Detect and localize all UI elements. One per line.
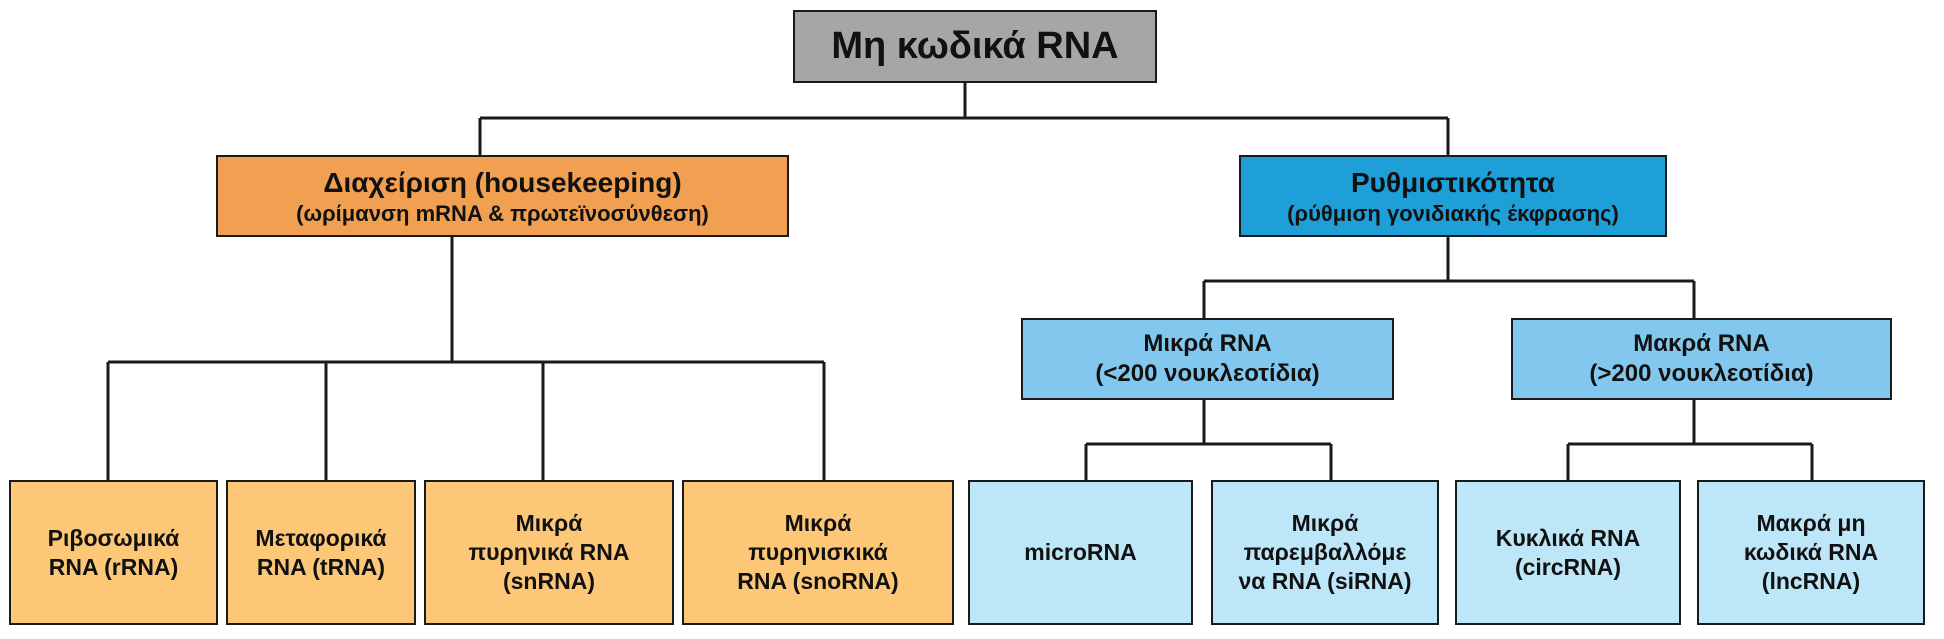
regulatory-subtitle: (ρύθμιση γονιδιακής έκφρασης) — [1287, 200, 1619, 226]
rrna-node: Ριβοσωμικά RNA (rRNA) — [9, 480, 218, 625]
microrna-node: microRNA — [968, 480, 1193, 625]
small-rna-node: Μικρά RNA (<200 νουκλεοτίδια) — [1021, 318, 1394, 400]
long-rna-node: Μακρά RNA (>200 νουκλεοτίδια) — [1511, 318, 1892, 400]
circrna-node: Κυκλικά RNA (circRNA) — [1455, 480, 1681, 625]
snorna-label: Μικρά πυρηνισκικά RNA (snoRNA) — [737, 510, 899, 594]
long-rna-subtitle: (>200 νουκλεοτίδια) — [1589, 360, 1814, 387]
housekeeping-subtitle: (ωρίμανση mRNA & πρωτεϊνοσύνθεση) — [296, 200, 709, 226]
regulatory-node: Ρυθμιστικότητα (ρύθμιση γονιδιακής έκφρα… — [1239, 155, 1667, 237]
microrna-label: microRNA — [1024, 539, 1137, 566]
housekeeping-node: Διαχείριση (housekeeping) (ωρίμανση mRNA… — [216, 155, 789, 237]
sirna-node: Μικρά παρεμβαλλόμε να RNA (siRNA) — [1211, 480, 1439, 625]
small-rna-title: Μικρά RNA — [1143, 330, 1272, 357]
trna-label: Μεταφορικά RNA (tRNA) — [255, 524, 387, 580]
regulatory-title: Ρυθμιστικότητα — [1351, 166, 1555, 198]
snorna-node: Μικρά πυρηνισκικά RNA (snoRNA) — [682, 480, 954, 625]
small-rna-subtitle: (<200 νουκλεοτίδια) — [1095, 360, 1320, 387]
long-rna-title: Μακρά RNA — [1633, 330, 1770, 357]
lncrna-node: Μακρά μη κωδικά RNA (lncRNA) — [1697, 480, 1925, 625]
trna-node: Μεταφορικά RNA (tRNA) — [226, 480, 416, 625]
lncrna-label: Μακρά μη κωδικά RNA (lncRNA) — [1743, 510, 1879, 594]
root-node: Μη κωδικά RNA — [793, 10, 1157, 83]
housekeeping-title: Διαχείριση (housekeeping) — [323, 166, 682, 198]
snrna-label: Μικρά πυρηνικά RNA (snRNA) — [468, 510, 630, 594]
circrna-label: Κυκλικά RNA (circRNA) — [1495, 524, 1641, 580]
snrna-node: Μικρά πυρηνικά RNA (snRNA) — [424, 480, 674, 625]
root-label: Μη κωδικά RNA — [831, 24, 1119, 67]
sirna-label: Μικρά παρεμβαλλόμε να RNA (siRNA) — [1238, 510, 1412, 594]
rrna-label: Ριβοσωμικά RNA (rRNA) — [47, 524, 180, 580]
